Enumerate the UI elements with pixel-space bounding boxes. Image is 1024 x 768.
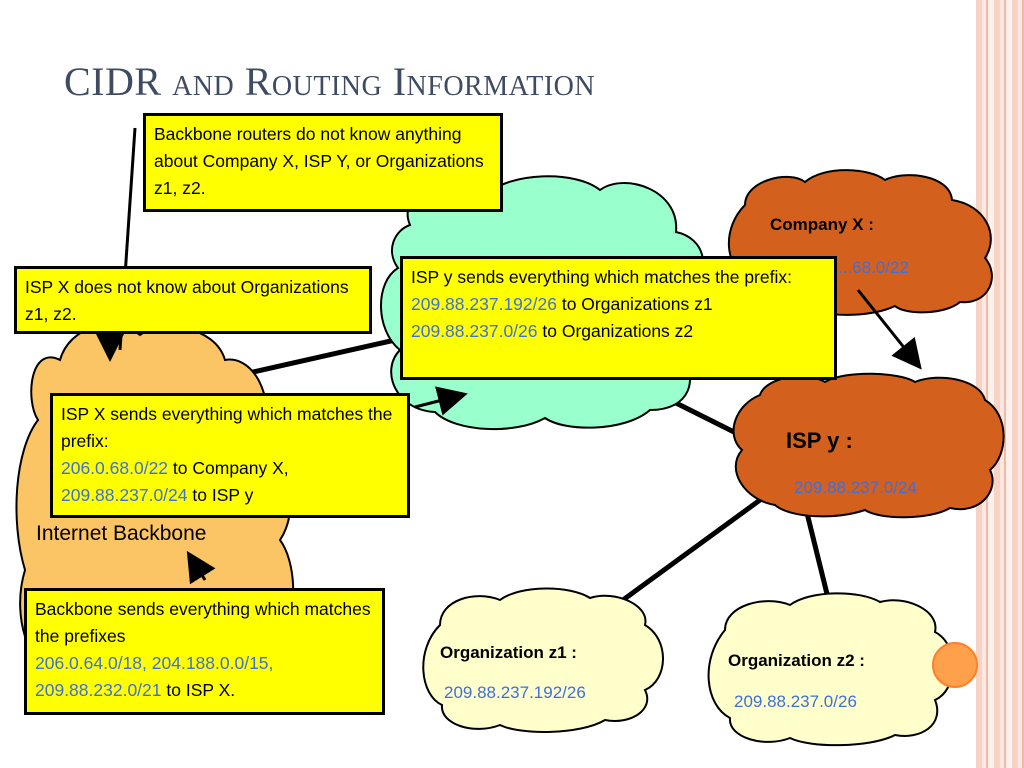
isp-y-sends-intro: ISP y sends everything which matches the… [411,267,792,287]
decorative-circle [932,642,978,688]
isp-y-prefix: 209.88.237.0/24 [794,478,917,497]
page-title: CIDR and Routing Information [64,59,596,104]
org-z1-cloud [422,587,664,733]
arrow-box-to-isp-x-cloud [414,386,468,416]
isp-y-target-z1: to Organizations z1 [556,294,713,314]
backbone-target-ispx: to ISP X. [161,680,236,700]
link-ispy-z2 [802,504,831,599]
isp-x-sends-intro: ISP X sends everything which matches the… [61,404,393,451]
org-z2-prefix: 209.88.237.0/26 [734,692,857,711]
backbone-cloud-label: Internet Backbone [36,522,207,545]
backbone-sends-note: Backbone sends everything which matches … [24,588,385,715]
decorative-side-stripes [976,0,1024,768]
link-backbone-ispx [239,337,396,378]
arrow-backbone-label [186,550,216,585]
org-z1-label: Organization z1 : [440,643,577,662]
isp-x-unknown-note: ISP X does not know about Organizations … [14,266,372,334]
isp-x-target-company: to Company X, [168,458,289,478]
isp-y-label: ISP y : [786,428,853,453]
isp-y-prefix-z2: 209.88.237.0/26 [411,321,538,341]
backbone-prefixes-line1: 206.0.64.0/18, 204.188.0.0/15, [35,653,274,673]
isp-y-sends-note: ISP y sends everything which matches the… [400,256,837,380]
isp-y-cloud [732,372,1005,519]
isp-x-prefix-company: 206.0.68.0/22 [61,458,169,478]
isp-x-unknown-note-text: ISP X does not know about Organizations … [25,277,349,324]
org-z2-cloud [707,592,954,747]
isp-y-target-z2: to Organizations z2 [537,321,694,341]
backbone-routers-note-text: Backbone routers do not know anything ab… [154,124,484,198]
isp-y-prefix-z1: 209.88.237.192/26 [411,294,557,314]
company-x-prefix: ...68.0/22 [838,258,909,277]
org-z1-prefix: 209.88.237.192/26 [444,683,586,702]
isp-x-prefix-ispy: 209.88.237.0/24 [61,485,188,505]
backbone-sends-intro: Backbone sends everything which matches … [35,599,371,646]
arrow-company-to-ispy [856,289,922,370]
backbone-prefix-ispx: 209.88.232.0/21 [35,680,162,700]
company-x-label: Company X : [770,215,874,234]
isp-x-sends-note: ISP X sends everything which matches the… [50,393,410,518]
backbone-routers-note: Backbone routers do not know anything ab… [143,113,503,212]
isp-x-target-ispy: to ISP y [187,485,254,505]
link-ispy-z1 [610,497,762,611]
org-z2-label: Organization z2 : [728,651,865,670]
